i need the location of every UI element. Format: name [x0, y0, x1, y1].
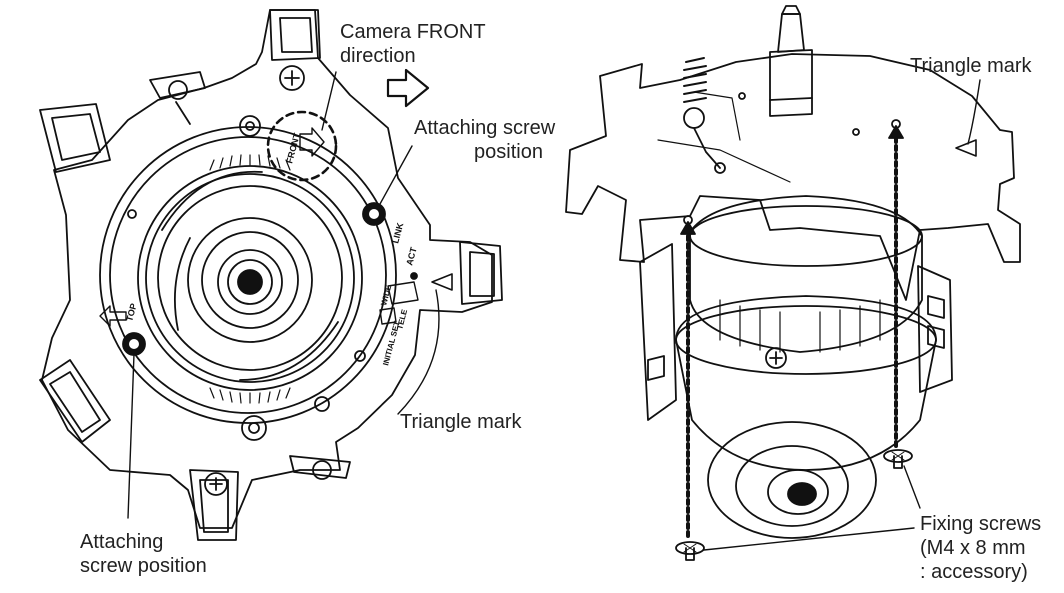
leader-fixing-screw-left: [703, 527, 915, 551]
camera-front-label-line2: direction: [340, 45, 416, 67]
right-camera-view: [565, 5, 1021, 561]
act-marking-text: ACT: [404, 246, 419, 267]
mount-bracket-plate: [565, 53, 1021, 301]
clamp-upper-left: [149, 71, 206, 99]
bracket-leg-left: [639, 243, 677, 421]
front-arrow-icon: [299, 127, 325, 157]
initial-set-button: [379, 307, 397, 325]
left-tab-lower: [39, 359, 111, 443]
leader-fixing-screw-right: [903, 465, 921, 509]
left-camera-view: FRONT TOP LINK ACT WIDE TELE INITIAL SET: [39, 9, 503, 541]
fixing-screws-label-line1: Fixing screws: [920, 513, 1042, 535]
lens-housing-outer: [137, 165, 363, 391]
front-marking-circle: [266, 110, 338, 182]
top-tab-screw: [279, 65, 305, 91]
mount-ring-outer: [99, 126, 397, 424]
screw-guide-left-arrow: [680, 221, 696, 235]
fixing-screws-label-line3: : accessory): [920, 561, 1028, 583]
led-indicator: [410, 272, 418, 280]
top-marking-text: TOP: [124, 302, 138, 322]
clamp-lower-right: [289, 455, 351, 479]
coil-spring: [683, 57, 707, 103]
spring-post: [777, 13, 805, 53]
fixing-screw-left-icon: [675, 541, 705, 561]
fixing-screws-label: Fixing screws (M4 x 8 mm : accessory): [920, 512, 1041, 584]
leader-triangle-mark-left: [397, 289, 440, 415]
zoom-switch: [387, 281, 419, 305]
top-tab: [269, 9, 321, 61]
lens-dome-right: [707, 421, 877, 539]
lens: [217, 249, 283, 315]
left-tab-upper: [39, 103, 111, 173]
camera-upper-body: [689, 195, 923, 353]
screw-guide-right-arrow: [888, 125, 904, 139]
base-plate: [41, 9, 493, 529]
bottom-tab-screw: [204, 472, 228, 496]
leader-triangle-mark-right: [967, 79, 981, 145]
leader-attaching-screw-right: [379, 145, 413, 205]
attaching-screw-right-label-line2: position: [474, 141, 543, 163]
attaching-screw-left-label-line1: Attaching: [80, 531, 164, 553]
triangle-mark-right-label: Triangle mark: [910, 55, 1032, 77]
right-tab: [459, 241, 503, 305]
triangle-mark-left: [431, 273, 453, 291]
leader-attaching-screw-left: [127, 353, 135, 519]
attaching-screw-left-label: Attaching screw position: [80, 530, 207, 578]
camera-front-label: Camera FRONT direction: [340, 20, 486, 68]
link-marking-text: LINK: [390, 221, 405, 244]
fixing-screws-label-line2: (M4 x 8 mm: [920, 537, 1026, 559]
triangle-mark-left-label: Triangle mark: [400, 411, 522, 433]
camera-front-label-line1: Camera FRONT: [340, 21, 486, 43]
leader-camera-front: [321, 71, 337, 131]
triangle-mark-right: [955, 139, 977, 157]
side-panel: [917, 265, 953, 393]
bottom-tab: [189, 469, 239, 541]
attaching-screw-right-label: Attaching screw position: [414, 116, 555, 164]
attaching-screw-left-label-line2: screw position: [80, 555, 207, 577]
initial-set-marking-text: INITIAL SET: [381, 320, 402, 367]
fixing-screw-right-icon: [883, 449, 913, 469]
front-direction-arrow-icon: [386, 68, 430, 108]
attaching-screw-right-label-line1: Attaching screw: [414, 117, 556, 139]
top-arrow-icon: [99, 305, 127, 327]
